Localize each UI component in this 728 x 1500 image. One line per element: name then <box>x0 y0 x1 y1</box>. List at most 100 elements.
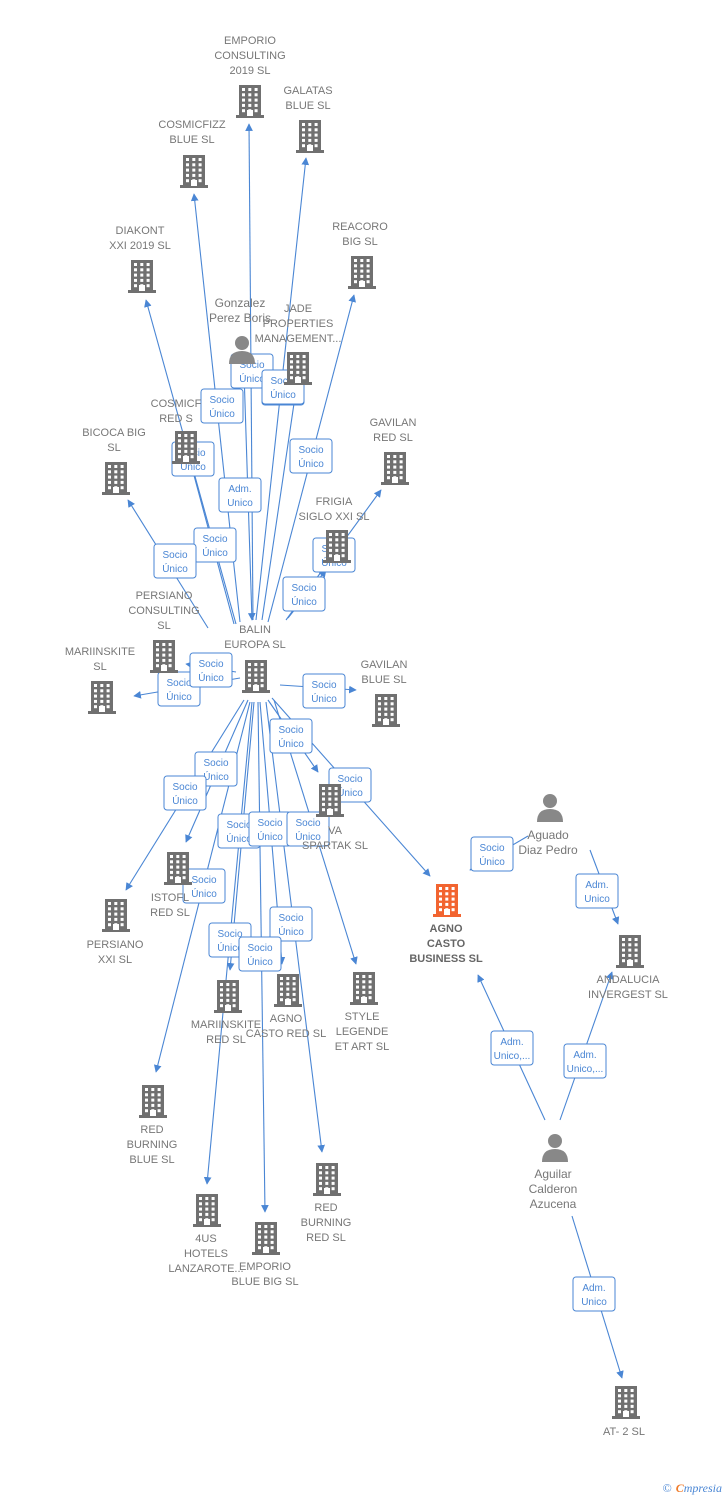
company-node-at2[interactable]: AT- 2 SL <box>603 1386 645 1438</box>
node-label: DIAKONT <box>116 225 165 237</box>
relation-label-aguado-to-andalucia[interactable]: Adm.Unico <box>575 873 619 909</box>
node-label: ET ART SL <box>335 1041 389 1053</box>
relation-label-aguilar-to-at2[interactable]: Adm.Unico <box>572 1276 616 1312</box>
node-label: AGNO <box>270 1013 303 1025</box>
node-label: BURNING <box>301 1217 352 1229</box>
relation-label-line: Único <box>172 794 198 807</box>
company-node-istofl[interactable]: ISTOFL RED SL <box>150 852 192 919</box>
node-label: Calderon <box>529 1182 578 1196</box>
node-label: EMPORIO <box>224 35 276 47</box>
relation-label-line: Adm. <box>500 1037 523 1048</box>
node-label: MARIINSKITE <box>65 646 135 658</box>
building-icon <box>616 935 644 968</box>
relation-label-line: Único <box>202 546 228 559</box>
relation-label-line: Único <box>257 830 283 843</box>
relation-label-line: Socio <box>217 929 242 940</box>
node-label: ISTOFL <box>151 892 189 904</box>
node-label: COSMICFIZZ <box>158 119 225 131</box>
node-label: Perez Boris <box>209 311 271 325</box>
relation-label-line: Socio <box>239 360 264 371</box>
node-label: BLUE SL <box>285 100 330 112</box>
relation-label-aguilar-to-andalucia[interactable]: Adm.Unico,... <box>563 1043 607 1079</box>
node-label: BLUE SL <box>361 674 406 686</box>
node-label: GAVILAN <box>370 417 417 429</box>
relation-label-line: Adm. <box>573 1050 596 1061</box>
relation-label-line: Socio <box>311 680 336 691</box>
node-label: SPARTAK SL <box>302 840 368 852</box>
building-icon <box>348 256 376 289</box>
building-icon <box>180 155 208 188</box>
relation-label-line: Socio <box>270 376 295 387</box>
relation-label-line: Único <box>295 830 321 843</box>
empresia-logo[interactable]: ©Cmpresia <box>663 1481 722 1496</box>
company-node-jade[interactable]: JADEPROPERTIESMANAGEMENT... <box>255 303 342 385</box>
relation-label-line: Socio <box>278 913 303 924</box>
building-icon <box>102 899 130 932</box>
brand-name: mpresia <box>683 1481 722 1495</box>
node-label: RED <box>140 1124 163 1136</box>
relation-label-line: Único <box>226 832 252 845</box>
building-icon <box>88 681 116 714</box>
relation-label-line: Socio <box>203 758 228 769</box>
relation-label-line: Socio <box>226 820 251 831</box>
person-icon <box>537 794 563 822</box>
node-label: RED SL <box>150 907 190 919</box>
edge-balin-to-jade <box>261 389 299 621</box>
node-label: SL <box>157 620 170 632</box>
relation-label-line: Socio <box>209 395 234 406</box>
relation-label-line: Unico <box>227 498 253 509</box>
node-label: LANZAROTE... <box>168 1263 243 1275</box>
relation-label-line: Adm. <box>585 880 608 891</box>
relation-label-gonzalez-to-balin[interactable]: Adm.Unico <box>218 477 262 513</box>
relation-label-aguilar-to-agno[interactable]: Adm.Unico,... <box>490 1030 534 1066</box>
relation-label-line: Único <box>291 595 317 608</box>
company-node-hotels[interactable]: 4USHOTELSLANZAROTE... <box>168 1194 244 1275</box>
node-label: STYLE <box>345 1011 380 1023</box>
person-icon <box>229 336 255 364</box>
node-label: PROPERTIES <box>263 318 334 330</box>
